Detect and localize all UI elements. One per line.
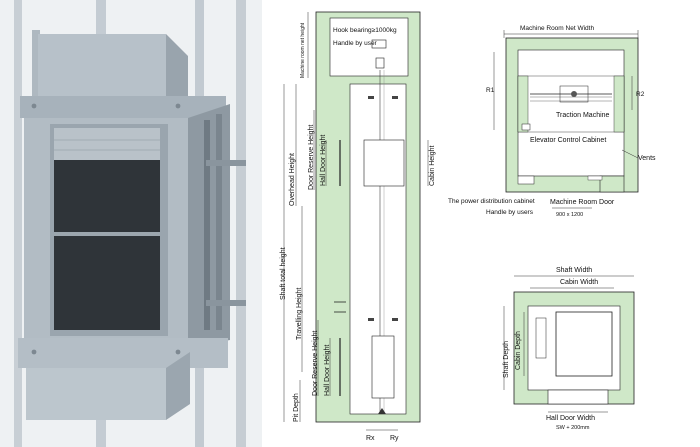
dumbwaiter-photo	[0, 0, 262, 447]
hook-bearing-label: Hook bearing≥1000kg	[333, 27, 397, 34]
door-reserve-height-lower-label: Door Reserve Height	[312, 331, 319, 396]
door-size-label: 900 x 1200	[556, 212, 583, 218]
machine-room-plan: Machine Room Net Width R1 R2 Traction Ma…	[448, 25, 656, 218]
handle-by-users-label: Handle by users	[486, 209, 534, 216]
vents-label: Vents	[638, 155, 656, 162]
overhead-height-label: Overhead Height	[289, 153, 296, 206]
cabin-width-label: Cabin Width	[560, 279, 598, 286]
hall-door-width-label: Hall Door Width	[546, 415, 595, 422]
machine-room-door-label: Machine Room Door	[550, 199, 615, 206]
r2-label: R2	[636, 91, 645, 98]
rx-label: Rx	[366, 435, 375, 442]
travelling-height-label: Travelling Height	[296, 288, 303, 340]
control-cabinet-label: Elevator Control Cabinet	[530, 137, 606, 144]
shaft-section-view: Hook bearing≥1000kg Handle by user Machi…	[280, 11, 436, 442]
pit-depth-label: Pit Depth	[293, 393, 300, 422]
machine-room-height-label: Machine room net height	[300, 22, 306, 78]
machine-room-net-width-label: Machine Room Net Width	[520, 25, 594, 32]
power-distribution-label: The power distribution cabinet	[448, 198, 535, 205]
hall-door-height-lower-label: Hall Door Height	[324, 345, 331, 396]
shaft-plan: Shaft Width Cabin Width Shaft Depth Cabi…	[503, 267, 635, 431]
traction-machine-label: Traction Machine	[556, 112, 610, 119]
cabin-depth-label: Cabin Depth	[515, 331, 522, 370]
hall-door-height-label: Hall Door Height	[320, 135, 327, 186]
ry-label: Ry	[390, 435, 399, 442]
door-reserve-height-label: Door Reserve Height	[308, 125, 315, 190]
shaft-total-height-label: Shaft total height	[280, 247, 287, 300]
shaft-width-label: Shaft Width	[556, 267, 592, 274]
cabin-height-label: Cabin Height	[429, 145, 436, 186]
hall-door-dim-label: SW + 200mm	[556, 425, 590, 431]
shaft-depth-label: Shaft Depth	[503, 341, 510, 378]
r1-label: R1	[486, 87, 495, 94]
handle-by-user-label: Handle by user	[333, 40, 378, 47]
